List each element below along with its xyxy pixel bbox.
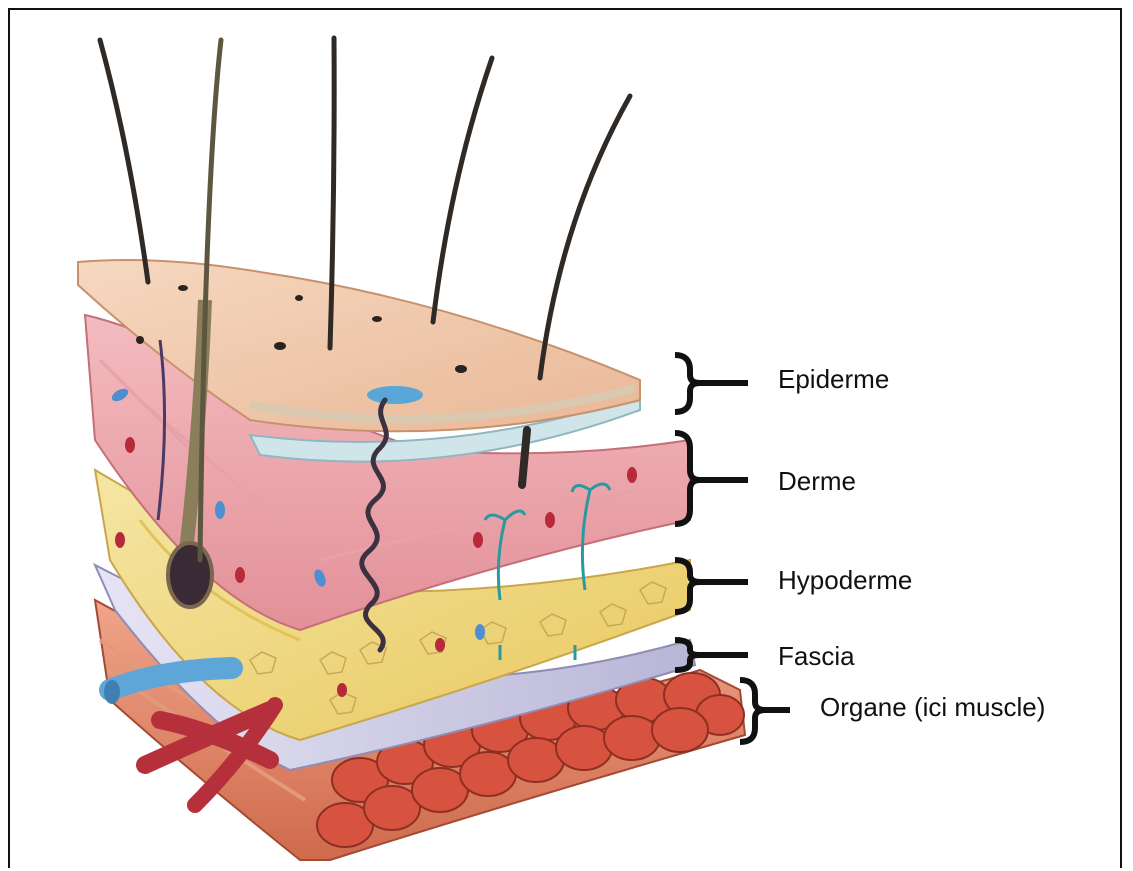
- label-epiderme: Epiderme: [778, 366, 889, 392]
- label-fascia: Fascia: [778, 643, 855, 669]
- sweat-pore: [367, 386, 423, 404]
- label-hypoderme: Hypoderme: [778, 567, 912, 593]
- bracket-organe: [740, 680, 790, 742]
- bracket-epiderme: [675, 355, 748, 412]
- label-derme: Derme: [778, 468, 856, 494]
- label-organe: Organe (ici muscle): [820, 694, 1045, 720]
